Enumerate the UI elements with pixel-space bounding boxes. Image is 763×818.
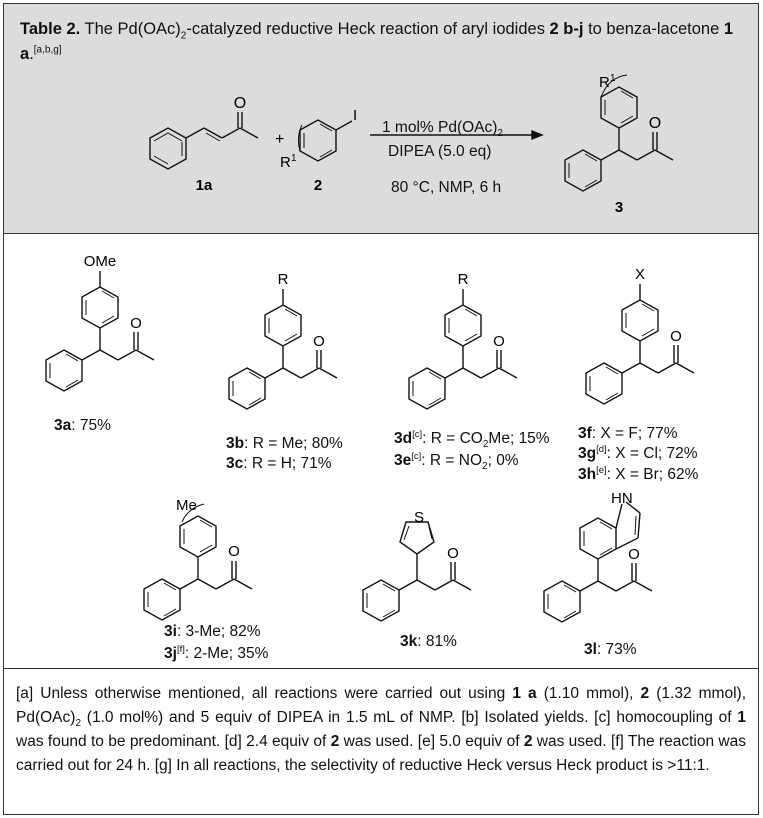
svg-text:2: 2: [314, 177, 322, 194]
table-caption: Table 2. The Pd(OAc)2-catalyzed reductiv…: [20, 20, 734, 63]
label-3f: 3f: X = F; 77%: [578, 425, 678, 442]
svg-text:Me: Me: [176, 497, 197, 514]
svg-text:O: O: [228, 543, 240, 560]
svg-text:OMe: OMe: [84, 253, 117, 270]
product-3a-structure: OMe O R O R O X O: [45, 253, 695, 410]
caption-box: Table 2. The Pd(OAc)2-catalyzed reductiv…: [4, 4, 758, 233]
label-3c: 3c: R = H; 71%: [226, 455, 332, 472]
svg-text:1a: 1a: [196, 177, 213, 194]
svg-text:S: S: [414, 509, 424, 526]
label-3i: 3i: 3-Me; 82%: [164, 623, 261, 640]
product-3-structure: [564, 74, 674, 192]
svg-text:R: R: [599, 74, 610, 91]
table-frame: [3, 3, 759, 815]
label-3a: 3a: 75%: [54, 417, 111, 434]
svg-text:R: R: [458, 271, 469, 288]
condition-temp: 80 °C, NMP, 6 h: [391, 179, 502, 196]
label-3d: 3d[c]: R = CO2Me; 15%: [394, 428, 550, 451]
svg-text:O: O: [628, 546, 640, 563]
label-3b: 3b: R = Me; 80%: [226, 435, 343, 452]
svg-text:O: O: [130, 315, 142, 332]
condition-base: DIPEA (5.0 eq): [388, 143, 492, 160]
benzalacetone-structure: [149, 112, 259, 170]
svg-text:O: O: [313, 333, 325, 350]
scheme-divider: [4, 233, 758, 234]
svg-text:1: 1: [610, 73, 616, 84]
product-row-2-structures: Me O S O HN O: [143, 490, 653, 623]
condition-catalyst: 1 mol% Pd(OAc)2: [382, 119, 503, 140]
label-3e: 3e[c]: R = NO2; 0%: [394, 450, 519, 473]
label-3g: 3g[d]: X = Cl; 72%: [578, 443, 698, 462]
svg-text:I: I: [353, 107, 357, 124]
reaction-scheme: O O I + R 1 R 1 1a 2 3: [149, 73, 674, 216]
svg-text:R: R: [280, 154, 291, 171]
svg-text:O: O: [447, 545, 459, 562]
svg-text:O: O: [649, 115, 661, 132]
svg-text:1: 1: [291, 153, 297, 164]
svg-text:O: O: [234, 95, 246, 112]
table-footnotes: [a] Unless otherwise mentioned, all reac…: [16, 685, 747, 774]
svg-text:R: R: [278, 271, 289, 288]
label-3l: 3l: 73%: [584, 641, 637, 658]
svg-text:O: O: [670, 328, 682, 345]
svg-text:3: 3: [615, 199, 623, 216]
label-3k: 3k: 81%: [400, 633, 457, 650]
footnote-divider: [4, 668, 758, 669]
label-3j: 3j[f]: 2-Me; 35%: [164, 643, 269, 662]
svg-text:O: O: [493, 333, 505, 350]
svg-text:HN: HN: [611, 490, 633, 507]
svg-text:+: +: [275, 131, 284, 148]
aryl-iodide-structure: [297, 119, 353, 162]
svg-text:X: X: [635, 266, 645, 283]
label-3h: 3h[e]: X = Br; 62%: [578, 464, 699, 483]
